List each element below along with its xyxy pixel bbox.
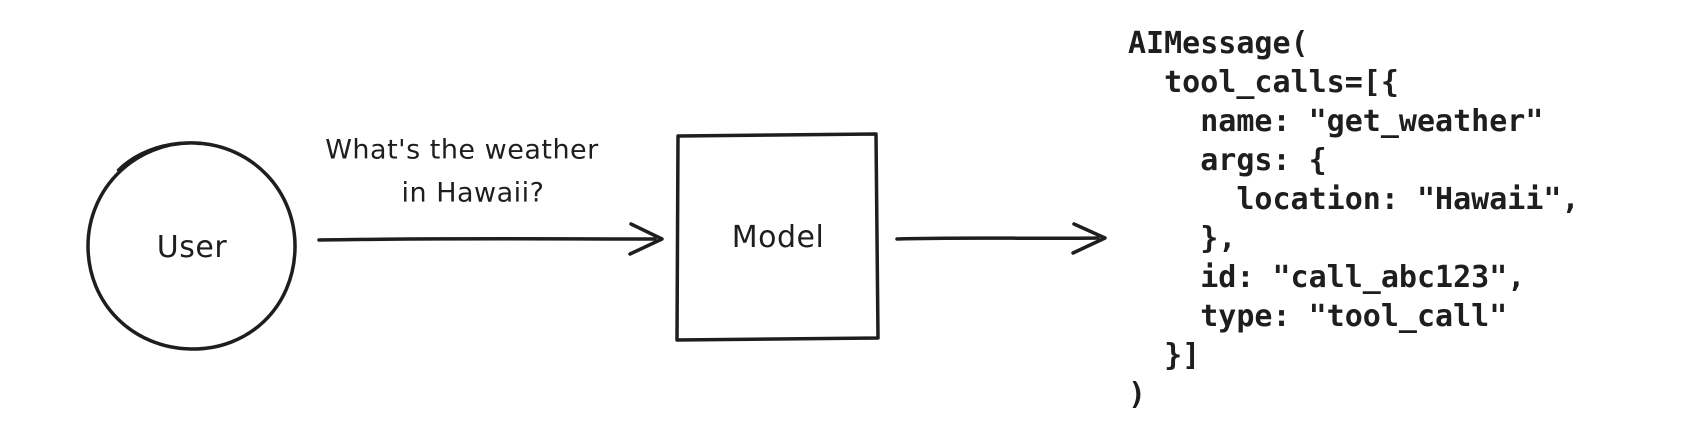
aimessage-code-block: AIMessage( tool_calls=[{ name: "get_weat… <box>1128 26 1580 412</box>
user-circle-shape <box>86 141 297 351</box>
request-message-line1: What's the weather <box>325 134 599 166</box>
model-box-shape <box>675 132 880 342</box>
arrow-model-to-output-icon <box>895 222 1107 255</box>
model-node-label: Model <box>731 220 825 255</box>
arrow-user-to-model-icon <box>317 222 664 256</box>
user-node-label: User <box>156 230 228 265</box>
request-message-line2: in Hawaii? <box>401 177 545 209</box>
